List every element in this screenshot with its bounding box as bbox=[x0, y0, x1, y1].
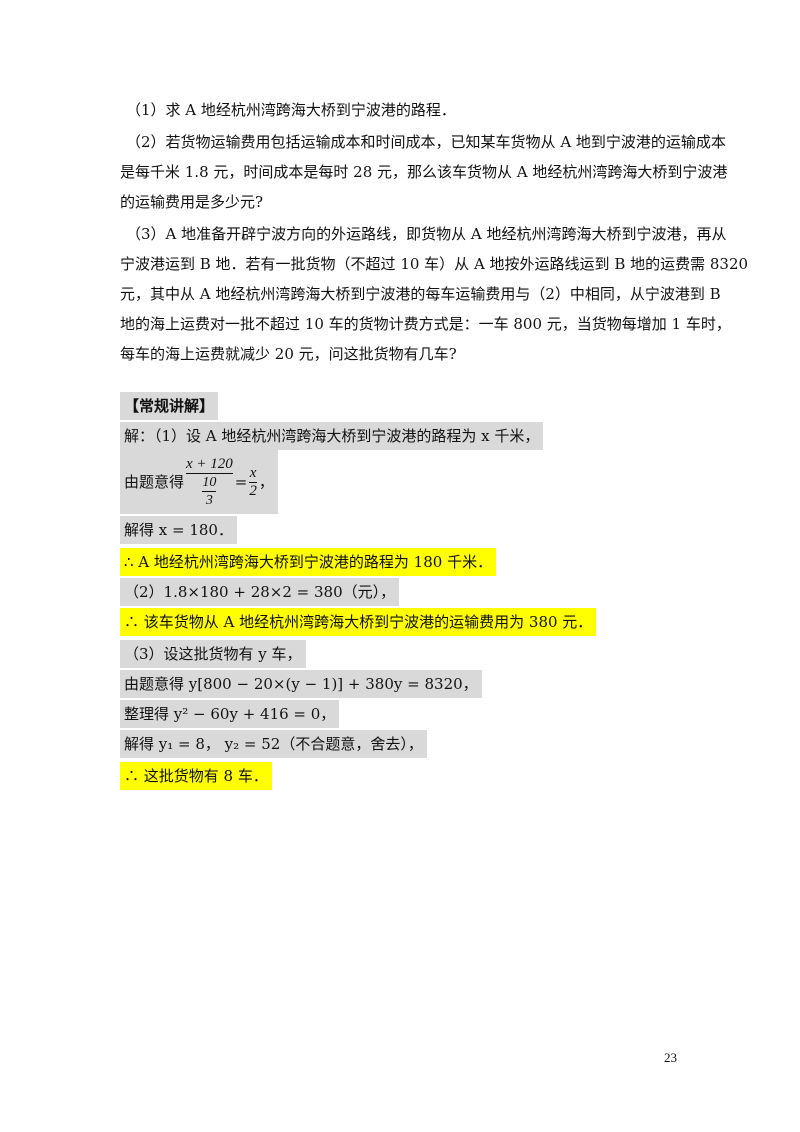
equals-sign: = bbox=[234, 473, 248, 491]
solution-step-1: 解：（1）设 A 地经杭州湾跨海大桥到宁波港的路程为 x 千米， bbox=[120, 422, 544, 450]
solution-step-5: （2）1.8×180 + 28×2 = 380（元）， bbox=[120, 578, 400, 606]
solution-step-2-prefix: 由题意得 bbox=[124, 473, 185, 491]
fraction-left-numerator: x + 120 bbox=[186, 455, 233, 472]
solution-step-8: 由题意得 y[800 − 20×(y − 1)] + 380y = 8320， bbox=[120, 670, 482, 698]
fraction-left: x + 120 10 3 bbox=[186, 456, 233, 509]
inner-fraction-denominator: 3 bbox=[202, 490, 217, 509]
fraction-right-numerator: x bbox=[249, 464, 257, 481]
question-2-line-2: 是每千米 1.8 元，时间成本是每时 28 元，那么该车货物从 A 地经杭州湾跨… bbox=[120, 163, 728, 181]
question-2-line-1: （2）若货物运输费用包括运输成本和时间成本，已知某车货物从 A 地到宁波港的运输… bbox=[126, 133, 726, 151]
question-1: （1）求 A 地经杭州湾跨海大桥到宁波港的路程． bbox=[126, 101, 456, 119]
solution-step-3: 解得 x = 180． bbox=[120, 516, 237, 544]
inner-fraction-numerator: 10 bbox=[202, 474, 217, 490]
fraction-left-denominator: 10 3 bbox=[186, 472, 233, 509]
solution-step-11: ∴ 这批货物有 8 车． bbox=[120, 762, 272, 790]
question-3-line-1: （3）A 地准备开辟宁波方向的外运路线，即货物从 A 地经杭州湾跨海大桥到宁波港… bbox=[126, 225, 727, 243]
solution-step-2: 由题意得 x + 120 10 3 = x 2 ， bbox=[120, 450, 278, 514]
solution-step-9: 整理得 y² − 60y + 416 = 0， bbox=[120, 700, 340, 728]
fraction-right: x 2 bbox=[249, 465, 257, 500]
question-3-line-3: 元，其中从 A 地经杭州湾跨海大桥到宁波港的每车运输费用与（2）中相同，从宁波港… bbox=[120, 285, 721, 303]
question-3-line-2: 宁波港运到 B 地．若有一批货物（不超过 10 车）从 A 地按外运路线运到 B… bbox=[120, 255, 749, 273]
page-number: 23 bbox=[664, 1050, 677, 1065]
solution-step-7: （3）设这批货物有 y 车， bbox=[120, 640, 306, 668]
solution-step-10: 解得 y₁ = 8， y₂ = 52（不合题意，舍去）， bbox=[120, 730, 427, 758]
solution-step-2-suffix: ， bbox=[258, 473, 274, 491]
question-3-line-5: 每车的海上运费就减少 20 元，问这批货物有几车? bbox=[120, 345, 457, 363]
question-2-line-3: 的运输费用是多少元? bbox=[120, 193, 264, 211]
solution-heading: 【常规讲解】 bbox=[120, 392, 219, 420]
question-3-line-4: 地的海上运费对一批不超过 10 车的货物计费方式是：一车 800 元，当货物每增… bbox=[120, 315, 731, 333]
solution-step-6: ∴ 该车货物从 A 地经杭州湾跨海大桥到宁波港的运输费用为 380 元． bbox=[120, 608, 597, 636]
solution-step-4: ∴ A 地经杭州湾跨海大桥到宁波港的路程为 180 千米． bbox=[120, 548, 497, 576]
fraction-right-denominator: 2 bbox=[249, 481, 257, 499]
